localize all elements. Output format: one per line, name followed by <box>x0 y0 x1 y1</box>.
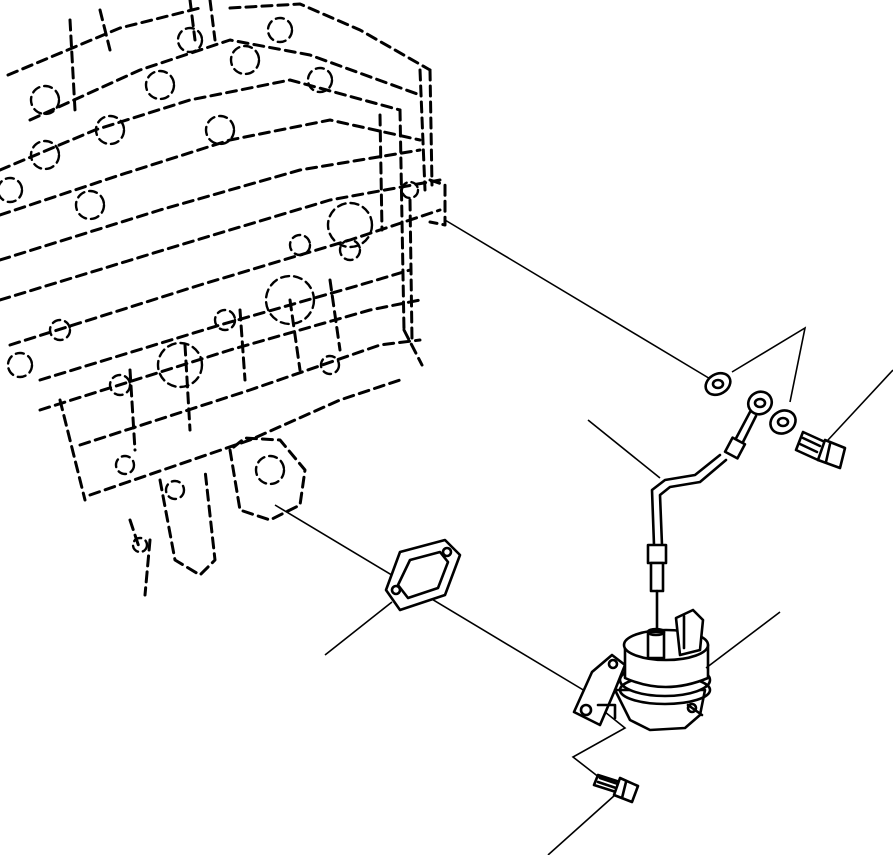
fuel-pump <box>572 608 712 732</box>
leader-pump-bolt-path <box>571 711 627 779</box>
leader-pump <box>705 611 781 669</box>
washer-lower <box>769 409 797 435</box>
gasket <box>384 538 462 612</box>
alignment-lines <box>274 219 713 701</box>
leader-washers <box>731 326 807 403</box>
leader-bolt <box>827 369 893 441</box>
mounting-bolt <box>592 773 640 804</box>
callout-leaders <box>324 326 893 855</box>
banjo-bolt <box>794 430 847 470</box>
leader-hose <box>587 419 661 479</box>
fuel-hose <box>646 453 728 632</box>
washer-upper <box>704 371 732 397</box>
banjo-fitting <box>723 390 774 460</box>
engine-block <box>0 0 447 597</box>
leader-mounting-bolt <box>547 794 616 855</box>
leader-gasket <box>324 601 393 656</box>
